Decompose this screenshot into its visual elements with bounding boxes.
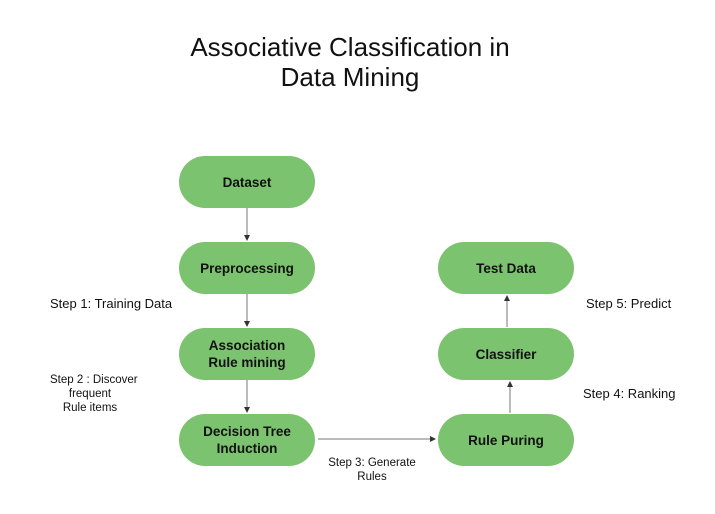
node-dataset-label: Dataset bbox=[222, 174, 272, 190]
step2-line-3: Rule items bbox=[62, 402, 118, 414]
title-line-2: Data Mining bbox=[280, 62, 420, 92]
step2-line-1: Step 2 : Discover bbox=[50, 374, 138, 386]
node-preprocessing-label: Preprocessing bbox=[200, 260, 294, 276]
step2-line-2: frequent bbox=[68, 388, 112, 400]
node-association-label-line-2: Rule mining bbox=[208, 355, 286, 370]
node-test-data-label: Test Data bbox=[476, 260, 536, 276]
node-test-data: Test Data bbox=[438, 242, 574, 294]
node-decision-tree-induction: Decision Tree Induction bbox=[179, 414, 315, 466]
node-classifier: Classifier bbox=[438, 328, 574, 380]
node-dataset: Dataset bbox=[179, 156, 315, 208]
node-association-rule-mining: Association Rule mining bbox=[179, 328, 315, 380]
step3-label: Step 3: Generate Rules bbox=[322, 456, 422, 484]
step2-label: Step 2 : Discover frequent Rule items bbox=[50, 373, 138, 415]
diagram-title: Associative Classification in Data Minin… bbox=[0, 32, 700, 92]
step4-label: Step 4: Ranking bbox=[583, 386, 676, 401]
node-decision-tree-label-line-1: Decision Tree bbox=[203, 424, 291, 439]
step1-label: Step 1: Training Data bbox=[50, 296, 173, 311]
node-rule-puring-label: Rule Puring bbox=[468, 432, 544, 448]
step3-line-2: Rules bbox=[357, 471, 387, 483]
node-classifier-label: Classifier bbox=[475, 346, 537, 362]
node-preprocessing: Preprocessing bbox=[179, 242, 315, 294]
node-rule-puring: Rule Puring bbox=[438, 414, 574, 466]
node-decision-tree-label-line-2: Induction bbox=[216, 441, 278, 456]
title-line-1: Associative Classification in bbox=[190, 32, 510, 62]
step3-line-1: Step 3: Generate bbox=[328, 457, 416, 469]
node-association-label-line-1: Association bbox=[208, 338, 286, 353]
step5-label: Step 5: Predict bbox=[586, 296, 672, 311]
